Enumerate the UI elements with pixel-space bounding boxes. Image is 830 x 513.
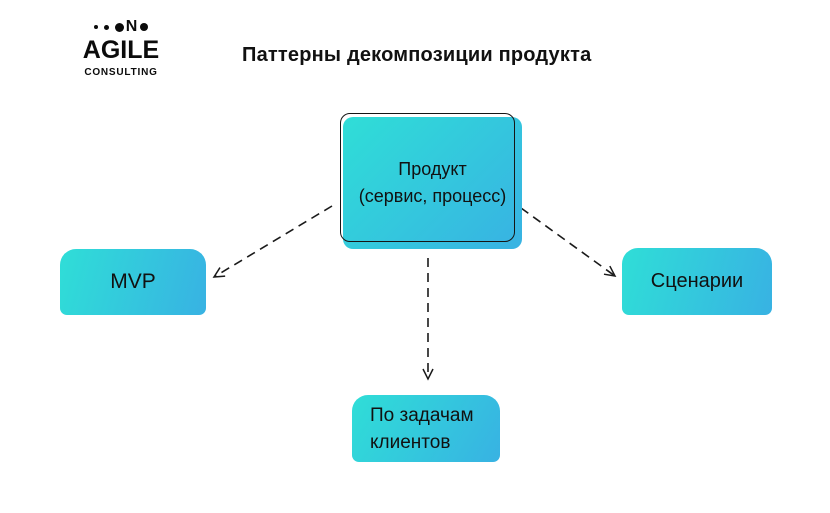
logo-dots-icon: N bbox=[74, 18, 168, 36]
node-client-tasks: По задачам клиентов bbox=[352, 395, 500, 462]
arrow-center-to-scenarios bbox=[520, 207, 617, 277]
logo-dot-icon bbox=[103, 24, 109, 30]
arrow-center-to-mvp bbox=[212, 205, 333, 278]
node-scenarios-label: Сценарии bbox=[650, 270, 744, 292]
node-product-label-line1: Продукт bbox=[398, 159, 467, 179]
node-product-outline bbox=[340, 113, 515, 242]
logo-dot-icon bbox=[140, 23, 149, 31]
node-client-tasks-label-line2: клиентов bbox=[370, 432, 451, 453]
node-product-label-line2: (сервис, процесс) bbox=[358, 186, 507, 206]
node-mvp: MVP bbox=[60, 249, 206, 315]
logo-subtitle: CONSULTING bbox=[84, 67, 158, 78]
logo-n-letter: N bbox=[125, 18, 138, 35]
page-title: Паттерны декомпозиции продукта bbox=[242, 44, 592, 66]
logo-dot-icon bbox=[93, 25, 98, 29]
onagile-logo: N AGILE CONSULTING bbox=[74, 18, 168, 79]
node-client-tasks-label-line1: По задачам bbox=[370, 405, 474, 426]
node-product: Продукт (сервис, процесс) bbox=[340, 113, 522, 249]
node-mvp-label: MVP bbox=[110, 270, 156, 293]
logo-name: AGILE bbox=[82, 36, 160, 64]
node-scenarios: Сценарии bbox=[622, 248, 772, 315]
logo-dot-icon bbox=[114, 22, 124, 32]
node-product-fill: Продукт (сервис, процесс) bbox=[343, 117, 522, 249]
